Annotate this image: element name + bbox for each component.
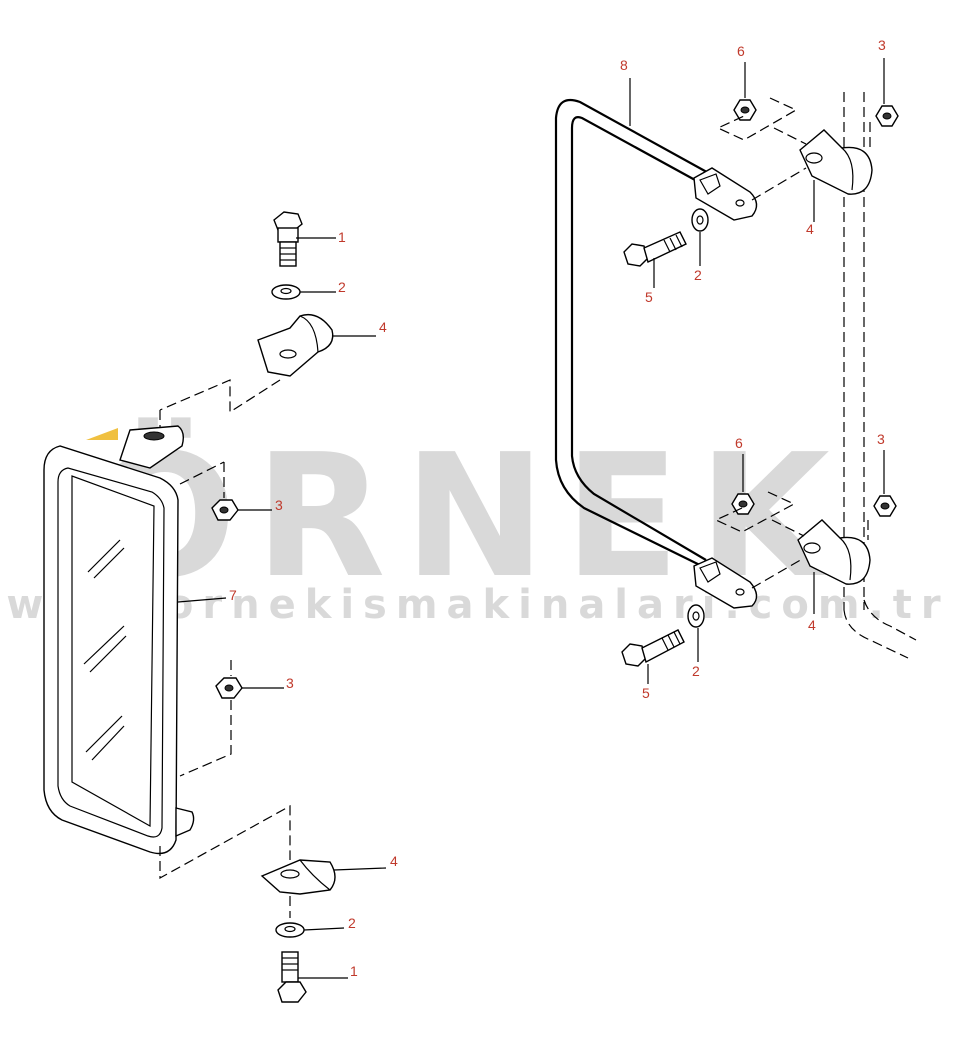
right-frame <box>554 98 715 573</box>
right-washer-top <box>691 208 709 232</box>
callout-right-nut-mid-3: 3 <box>877 431 885 447</box>
right-frame-assembly <box>554 92 917 667</box>
callout-right-washer-bottom: 2 <box>692 663 700 679</box>
left-washer-bottom <box>275 922 305 938</box>
left-bolt-top <box>273 211 303 267</box>
right-frame-end-top <box>693 167 758 221</box>
callout-right-nut-top-3: 3 <box>878 37 886 53</box>
watermark: ÖRNEK www.ornekismakinalari.com.tr <box>6 417 940 628</box>
callout-right-washer-top: 2 <box>694 267 702 283</box>
callout-left-nut-upper: 3 <box>275 497 283 513</box>
right-washer-bottom <box>687 604 705 628</box>
right-clamp-top <box>799 129 873 195</box>
left-bolt-bottom <box>277 951 307 1003</box>
accent-arrow-icon <box>86 428 118 440</box>
callout-left-bracket-bottom: 4 <box>390 853 398 869</box>
callout-labels: 1 2 4 3 7 3 4 2 1 8 6 3 4 2 5 6 3 4 2 5 <box>229 37 886 979</box>
left-bracket-bottom <box>260 859 336 895</box>
callout-right-clamp-top: 4 <box>806 221 814 237</box>
callout-left-bolt-top: 1 <box>338 229 346 245</box>
callout-right-nut-top-6: 6 <box>737 43 745 59</box>
left-leaders <box>177 237 387 979</box>
right-leaders <box>629 58 885 684</box>
callout-right-clamp-bottom: 4 <box>808 617 816 633</box>
callout-right-bolt-bottom: 5 <box>642 685 650 701</box>
callout-right-bolt-top: 5 <box>645 289 653 305</box>
callout-left-bracket-top: 4 <box>379 319 387 335</box>
right-bolt-bottom <box>621 629 685 667</box>
callout-left-mirror: 7 <box>229 587 237 603</box>
callout-left-washer-bottom: 2 <box>348 915 356 931</box>
right-clamp-bottom <box>797 519 871 585</box>
callout-left-washer-top: 2 <box>338 279 346 295</box>
callout-left-bolt-bottom: 1 <box>350 963 358 979</box>
right-bolt-top <box>623 231 687 267</box>
callout-right-nut-mid-6: 6 <box>735 435 743 451</box>
left-mirror <box>43 445 179 855</box>
callout-right-frame: 8 <box>620 57 628 73</box>
left-washer-top <box>271 284 301 300</box>
callout-left-nut-lower: 3 <box>286 675 294 691</box>
left-bracket-top <box>257 313 334 377</box>
left-mirror-assembly <box>43 211 336 1003</box>
